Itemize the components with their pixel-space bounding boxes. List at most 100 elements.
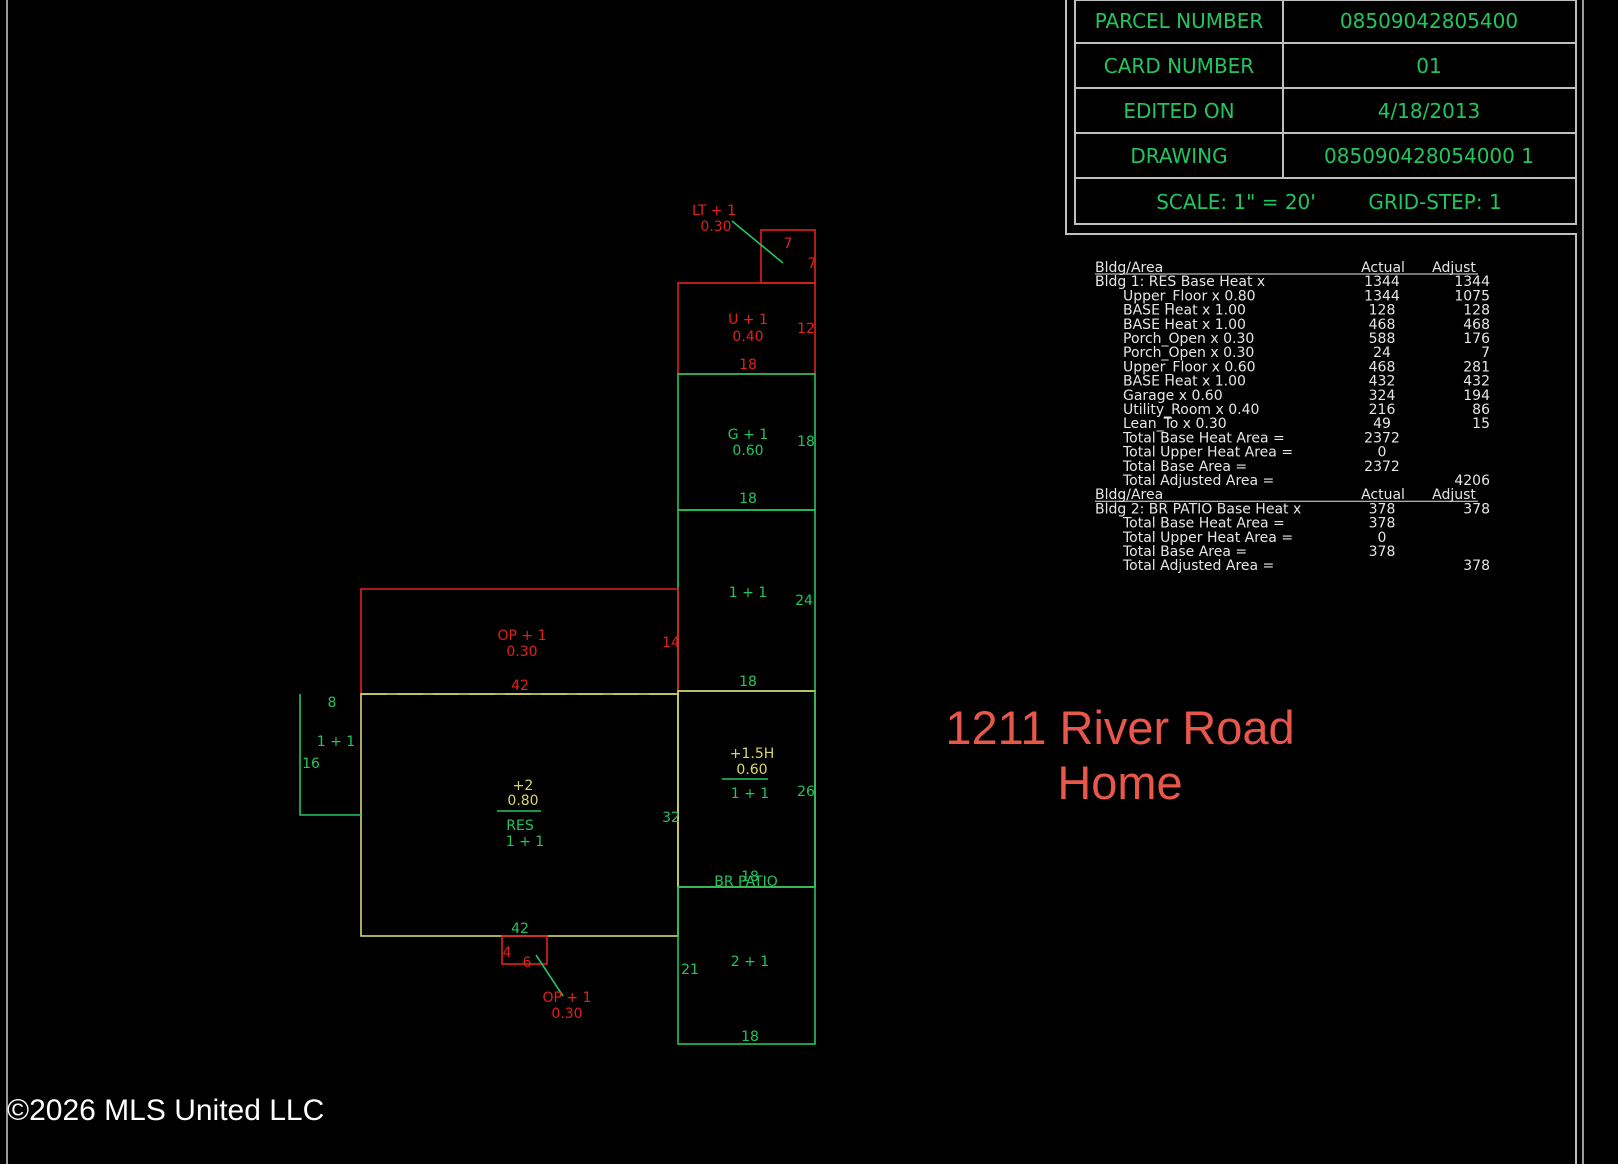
area-row-label: Porch_Open x 0.30 <box>1123 331 1254 347</box>
area-row-adjust: 7 <box>1481 345 1490 361</box>
area-row-adjust: 432 <box>1463 374 1490 390</box>
res-story: +2 <box>513 778 534 794</box>
garage-dim-bottom: 18 <box>739 491 757 507</box>
address-line-2: Home <box>1057 756 1183 809</box>
area-row-label: Total Base Heat Area = <box>1122 516 1285 532</box>
base-area-left <box>299 694 361 816</box>
address-caption: 1211 River Road Home <box>900 700 1340 810</box>
area-row-label: Total Base Area = <box>1122 459 1247 475</box>
bottom-base-dim-bottom: 18 <box>741 1029 759 1045</box>
base-area-bottom <box>677 886 816 1045</box>
area-row-adjust: 1075 <box>1454 288 1490 304</box>
open-porch-small <box>501 935 548 965</box>
utility-factor: 0.40 <box>732 329 763 345</box>
area-row-adjust: 1344 <box>1454 274 1490 290</box>
left-base-name: 1 + 1 <box>317 734 355 750</box>
area-row-actual: 378 <box>1369 544 1396 560</box>
base24-name: 1 + 1 <box>729 585 767 601</box>
garage-name: G + 1 <box>728 427 768 443</box>
area-row-label: Total Base Heat Area = <box>1122 430 1285 446</box>
area-header-adjust: Adjust <box>1432 487 1476 503</box>
res-dim-side: 32 <box>662 810 680 826</box>
area-row-actual: 378 <box>1369 501 1396 517</box>
area-header-actual: Actual <box>1361 260 1405 276</box>
lean-to-dim-top: 7 <box>784 236 793 252</box>
area-row-actual: 468 <box>1369 317 1396 333</box>
area-row-adjust: 378 <box>1463 558 1490 574</box>
scale-text: SCALE: 1" = 20' <box>1156 190 1316 214</box>
garage-factor: 0.60 <box>732 443 763 459</box>
area-row-label: Utility_Room x 0.40 <box>1123 402 1259 418</box>
res-main-area <box>360 693 679 937</box>
lean-to-dim-side: 7 <box>808 256 817 272</box>
porch-top-name: OP + 1 <box>498 628 547 644</box>
area-row-label: Total Base Area = <box>1122 544 1247 560</box>
edited-on-label: EDITED ON <box>1123 99 1234 123</box>
porch-top-dim-side: 14 <box>662 635 680 651</box>
card-number-value: 01 <box>1416 54 1441 78</box>
area-row-label: Garage x 0.60 <box>1123 388 1223 404</box>
area-row-label: BASE Heat x 1.00 <box>1123 317 1246 333</box>
area-row-label: Upper_Floor x 0.60 <box>1123 359 1256 375</box>
area-row-actual: 468 <box>1369 359 1396 375</box>
half-story-name: +1.5H <box>730 746 775 762</box>
area-row-adjust: 468 <box>1463 317 1490 333</box>
small-porch-name: OP + 1 <box>543 990 592 1006</box>
area-row-adjust: 176 <box>1463 331 1490 347</box>
small-porch-dim-width: 6 <box>523 955 532 971</box>
area-row-actual: 1344 <box>1364 274 1400 290</box>
drawing-label: DRAWING <box>1130 144 1227 168</box>
lean-to-leader <box>731 220 784 264</box>
porch-top-factor: 0.30 <box>506 644 537 660</box>
parcel-info-table <box>1074 0 1577 225</box>
parcel-number-value: 08509042805400 <box>1340 9 1518 33</box>
left-base-dim-top: 8 <box>328 695 337 711</box>
area-header-title: Bldg/Area <box>1095 487 1163 503</box>
area-row-adjust: 4206 <box>1454 473 1490 489</box>
edited-on-value: 4/18/2013 <box>1378 99 1481 123</box>
half-story-factor: 0.60 <box>736 762 767 778</box>
open-porch-top <box>360 588 679 694</box>
res-base: 1 + 1 <box>506 834 544 850</box>
lean-to-name: LT + 1 <box>692 203 736 219</box>
bottom-base-dim-side: 21 <box>681 962 699 978</box>
small-porch-factor: 0.30 <box>551 1006 582 1022</box>
floor-plan <box>299 220 816 1045</box>
patio-label: BR PATIO <box>714 874 778 890</box>
area-row-label: Porch_Open x 0.30 <box>1123 345 1254 361</box>
area-row-adjust: 194 <box>1463 388 1490 404</box>
area-row-adjust: 86 <box>1472 402 1490 418</box>
base24-dim-side: 24 <box>795 593 813 609</box>
area-row-adjust: 15 <box>1472 416 1490 432</box>
half-story-base: 1 + 1 <box>731 786 769 802</box>
area-row-actual: 2372 <box>1364 430 1400 446</box>
area-row-adjust: 128 <box>1463 303 1490 319</box>
area-row-label: Total Adjusted Area = <box>1122 558 1274 574</box>
half-story-dim-bottom: 18 <box>741 869 759 885</box>
res-dim-bottom: 42 <box>511 921 529 937</box>
utility-name: U + 1 <box>728 312 768 328</box>
base24-dim-bottom: 18 <box>739 674 757 690</box>
area-row-actual: 49 <box>1373 416 1391 432</box>
parcel-number-label: PARCEL NUMBER <box>1095 9 1264 33</box>
half-story-dim-side: 26 <box>797 784 815 800</box>
area-row-adjust: 281 <box>1463 359 1490 375</box>
area-row-actual: 324 <box>1369 388 1396 404</box>
area-row-actual: 0 <box>1378 445 1387 461</box>
area-row-label: BASE Heat x 1.00 <box>1123 374 1246 390</box>
garage-dim-side: 18 <box>797 434 815 450</box>
title-block-border <box>1065 0 1577 1164</box>
utility-dim-bottom: 18 <box>739 357 757 373</box>
area-row-actual: 0 <box>1378 530 1387 546</box>
card-number-label: CARD NUMBER <box>1104 54 1255 78</box>
area-row-adjust: 378 <box>1463 501 1490 517</box>
area-header-actual: Actual <box>1361 487 1405 503</box>
area-row-actual: 588 <box>1369 331 1396 347</box>
area-row-label: Total Upper Heat Area = <box>1122 530 1293 546</box>
left-base-dim-side: 16 <box>302 756 320 772</box>
area-row-actual: 24 <box>1373 345 1391 361</box>
copyright-notice: ©2026 MLS United LLC <box>7 1094 325 1127</box>
area-row-actual: 378 <box>1369 516 1396 532</box>
area-header-title: Bldg/Area <box>1095 260 1163 276</box>
area-header-adjust: Adjust <box>1432 260 1476 276</box>
